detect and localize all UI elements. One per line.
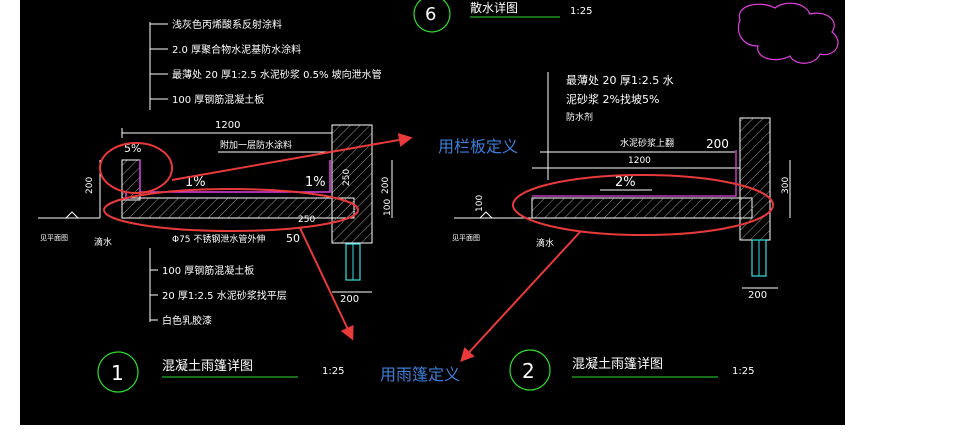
detail-2-number: 2: [522, 359, 535, 383]
detail-6-title: 散水详图: [470, 0, 518, 15]
d1-note-1: 浅灰色丙烯酸系反射涂料: [172, 18, 282, 31]
d2-dim-1200: 1200: [628, 156, 651, 166]
d1-note-3: 最薄处 20 厚1:2.5 水泥砂浆 0.5% 坡向泄水管: [172, 68, 382, 81]
d2-note-upper: 水泥砂浆上翻: [620, 137, 674, 149]
d1-dim-100: 100: [383, 199, 393, 216]
d1-bottom-note-3: 白色乳胶漆: [162, 314, 212, 327]
detail-6-number: 6: [425, 4, 436, 25]
d2-drip: 滴水: [536, 237, 554, 249]
d2-dim-300: 300: [781, 177, 791, 194]
d2-dim-200: 200: [706, 137, 729, 151]
detail-6-scale: 1:25: [570, 6, 592, 17]
detail-2: 最薄处 20 厚1:2.5 水 泥砂浆 2%找坡5% 防水剂 水泥砂浆上翻 20…: [452, 72, 791, 391]
d1-note-4: 100 厚钢筋混凝土板: [172, 93, 264, 106]
d1-drip: 滴水: [94, 236, 112, 248]
detail-6-header: 6 散水详图 1:25: [413, 0, 592, 33]
d1-note-2: 2.0 厚聚合物水泥基防水涂料: [172, 43, 301, 56]
d2-note-3: 防水剂: [566, 111, 593, 123]
annotation-ellipse-railing: [99, 142, 173, 194]
detail-2-title: 混凝土雨篷详图: [572, 356, 663, 372]
d1-slope-1-mid: 1%: [185, 175, 206, 190]
detail-1-number: 1: [111, 361, 124, 385]
d2-note-1: 最薄处 20 厚1:2.5 水: [566, 73, 674, 87]
d1-dim-250-a: 250: [342, 169, 352, 186]
d1-dim-1200: 1200: [215, 120, 240, 131]
d2-section-mark: 见平面图: [452, 234, 480, 242]
d2-dim-100: 100: [475, 195, 485, 212]
d1-dim-200-right: 200: [381, 177, 391, 194]
d1-slope-1-right: 1%: [305, 175, 326, 190]
d1-bottom-note-2: 20 厚1:2.5 水泥砂浆找平层: [162, 289, 287, 302]
d1-dim-50: 50: [286, 232, 300, 245]
detail-2-scale: 1:25: [732, 366, 754, 377]
annotation-railing-label: 用栏板定义: [438, 137, 518, 156]
detail-1-title: 混凝土雨篷详图: [162, 358, 253, 374]
d2-dim-200-bottom: 200: [748, 290, 767, 301]
detail-6-circle: [413, 0, 451, 33]
d2-note-2: 泥砂浆 2%找坡5%: [566, 92, 659, 106]
d1-pipe-note: Φ75 不锈钢泄水管外伸: [172, 233, 265, 245]
d1-slope-5: 5%: [124, 142, 141, 155]
annotation-ellipse-canopy-1: [103, 188, 359, 232]
annotation-canopy-label: 用雨篷定义: [380, 365, 460, 384]
d1-dim-200-left: 200: [85, 177, 95, 194]
d1-section-mark: 见平面图: [40, 234, 68, 242]
d2-slope: 2%: [615, 175, 636, 190]
arrow-from-canopy-2: [460, 231, 581, 363]
d1-dim-200-bottom: 200: [340, 294, 359, 305]
tree-outline: [737, 2, 839, 64]
detail-1-circle: [97, 351, 139, 393]
red-annotations: 用栏板定义 用雨篷定义: [99, 133, 774, 384]
detail-2-circle: [509, 349, 551, 391]
arrow-to-railing: [171, 133, 413, 181]
arrow-from-canopy-1: [299, 227, 354, 341]
annotation-ellipse-canopy-2: [512, 174, 774, 236]
d1-dim-250-b: 250: [298, 215, 315, 225]
d1-bottom-note-1: 100 厚钢筋混凝土板: [162, 264, 254, 277]
d1-waterproof-note: 附加一层防水涂料: [220, 139, 292, 151]
detail-1-scale: 1:25: [322, 366, 344, 377]
detail-1: 浅灰色丙烯酸系反射涂料 2.0 厚聚合物水泥基防水涂料 最薄处 20 厚1:2.…: [38, 18, 393, 393]
